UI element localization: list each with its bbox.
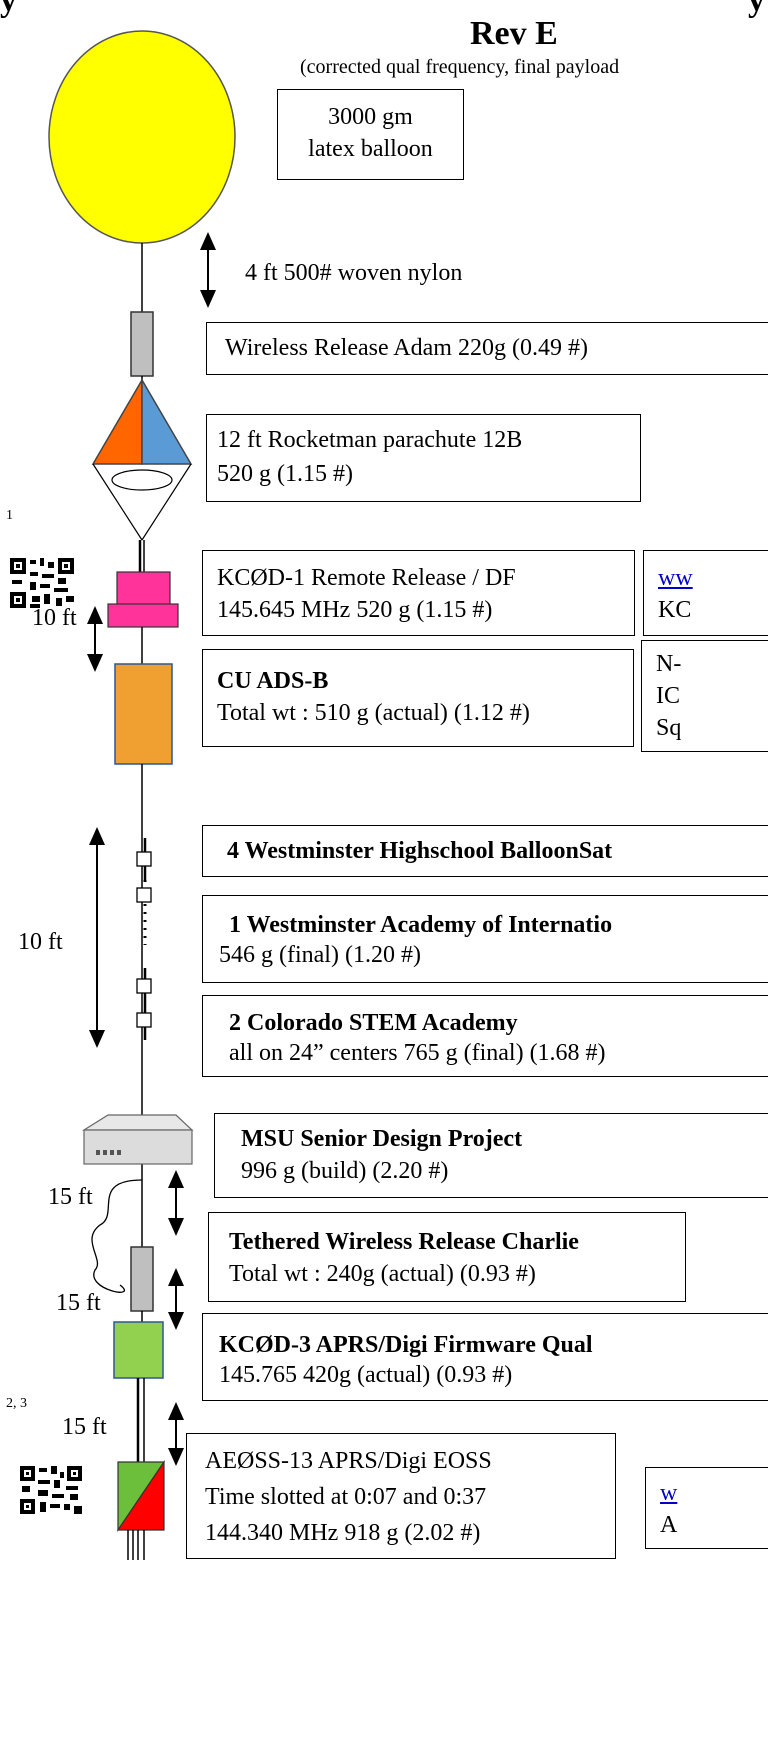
balloon-shape (48, 30, 236, 244)
parachute-left (91, 377, 143, 465)
ae0ss-side-box: w A (645, 1467, 768, 1549)
ads-b-box: CU ADS-B Total wt : 510 g (actual) (1.12… (202, 649, 634, 747)
ads-b-shape (114, 663, 173, 765)
msu-label-box: MSU Senior Design Project 996 g (build) … (214, 1113, 768, 1198)
ae0ss-red (116, 1460, 165, 1531)
gap-15ft-label: 15 ft (48, 1184, 93, 1210)
qr-code-icon (10, 558, 74, 608)
slack-line (91, 1179, 143, 1293)
balloonsat-box (136, 978, 152, 994)
tether-label: 4 ft 500# woven nylon (245, 260, 463, 286)
msu-box-body (83, 1129, 193, 1165)
title-right-fragment: y (748, 0, 765, 19)
release-charlie-box: Tethered Wireless Release Charlie Total … (208, 1212, 686, 1302)
gap-10ft-label: 10 ft (32, 605, 77, 631)
balloonsat-box (136, 1012, 152, 1028)
footnote-2-3: 2, 3 (6, 1396, 27, 1411)
balloonsat-box (136, 851, 152, 867)
release-adam-box: Wireless Release Adam 220g (0.49 #) (206, 322, 768, 375)
remote-release-side-box: ww KC (643, 550, 768, 636)
gap-15ft-label: 15 ft (62, 1414, 107, 1440)
ae0ss-box: AEØSS-13 APRS/Digi EOSS Time slotted at … (186, 1433, 616, 1559)
subtitle: (corrected qual frequency, final payload (300, 56, 620, 78)
stem-academy-box: 2 Colorado STEM Academy all on 24” cente… (202, 995, 768, 1077)
release-charlie-shape (130, 1246, 154, 1312)
qr-code-icon (20, 1466, 82, 1514)
release-adam-shape (130, 311, 154, 377)
parachute-box: 12 ft Rocketman parachute 12B 520 g (1.1… (206, 414, 641, 502)
ae0ss-link[interactable]: w (660, 1480, 678, 1506)
balloonsat-box (136, 887, 152, 903)
westminster-academy-box: 1 Westminster Academy of Internatio 546 … (202, 895, 768, 983)
title-fragment: y (0, 0, 17, 19)
kc0d3-shape (113, 1321, 164, 1379)
revision-label: Rev E (470, 15, 558, 52)
gap-15ft-label: 15 ft (56, 1290, 101, 1316)
parachute-right (141, 377, 193, 465)
remote-release-link[interactable]: ww (658, 565, 693, 591)
ads-b-side-box: N- IC Sq (641, 640, 768, 752)
msu-box-top (81, 1114, 194, 1131)
kc0d3-box: KCØD-3 APRS/Digi Firmware Qual 145.765 4… (202, 1313, 768, 1401)
remote-release-base (107, 603, 179, 628)
balloonsat-gap-label: 10 ft (18, 929, 63, 955)
balloon-label-box: 3000 gm latex balloon (277, 89, 464, 180)
remote-release-box: KCØD-1 Remote Release / DF 145.645 MHz 5… (202, 550, 635, 636)
remote-release-top (116, 571, 171, 607)
footnote-1: 1 (6, 508, 13, 523)
westminster-hs-box: 4 Westminster Highschool BalloonSat (202, 825, 768, 877)
